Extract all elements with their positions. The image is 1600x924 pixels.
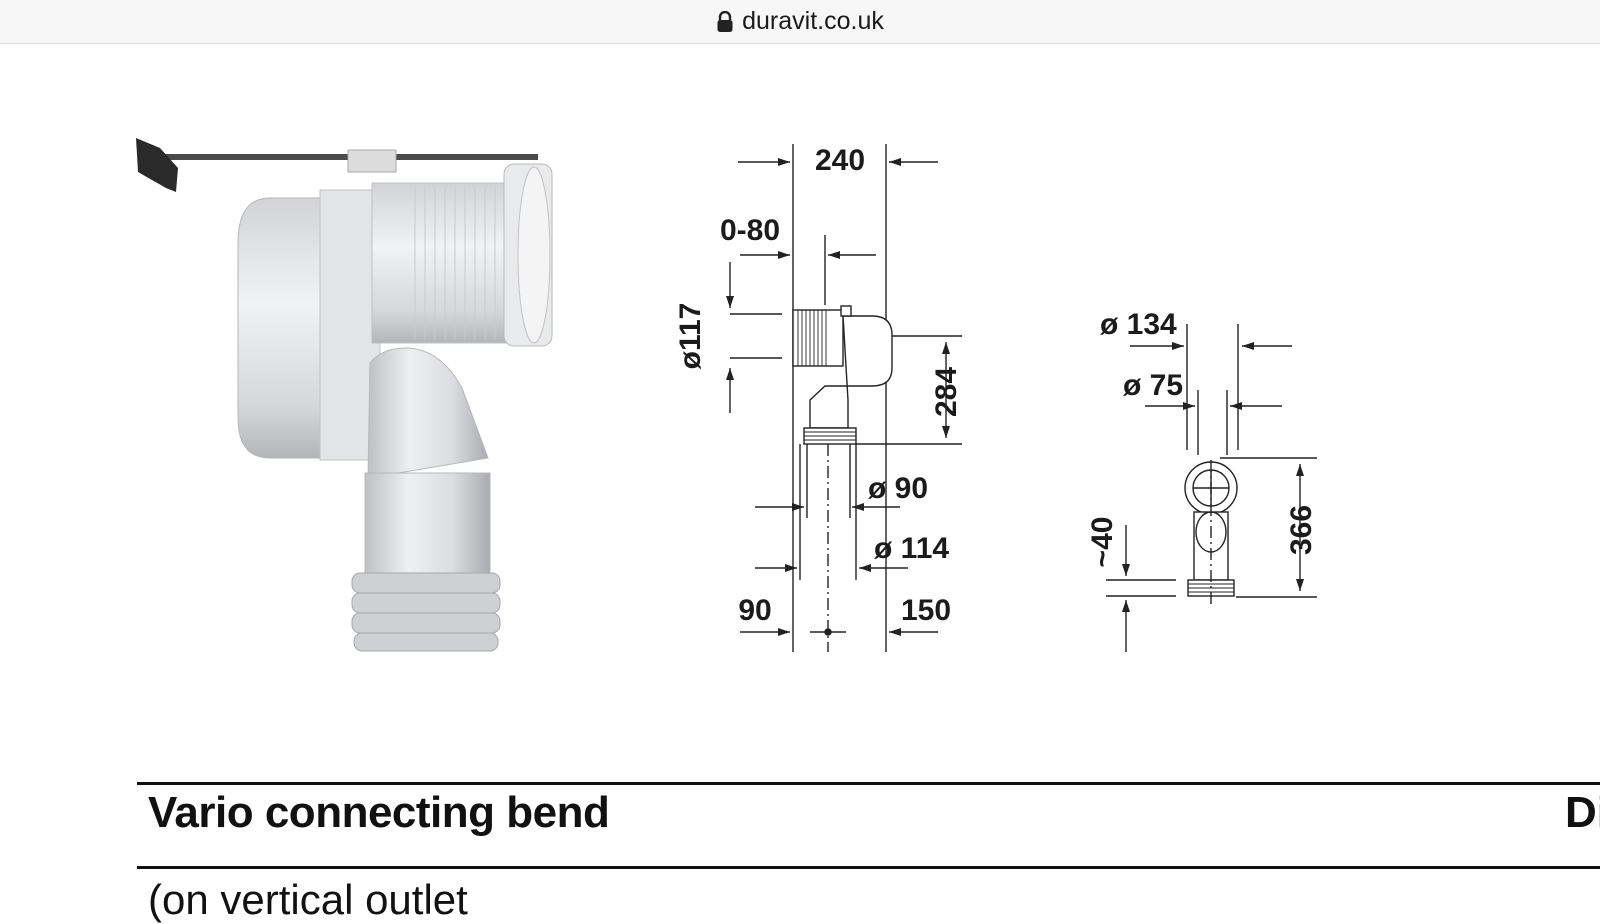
dim-dia-134: ø 134 <box>1100 308 1177 341</box>
dim-dia-117: ø117 <box>674 303 707 370</box>
url-text: duravit.co.uk <box>742 7 884 35</box>
product-photo <box>136 138 553 652</box>
dim-150: 150 <box>901 594 951 627</box>
table-column-header: Di <box>1565 788 1600 837</box>
table-row-rule <box>137 866 1600 869</box>
url-display[interactable]: duravit.co.uk <box>716 7 884 36</box>
product-title: Vario connecting bend <box>148 788 610 837</box>
product-subtitle: (on vertical outlet <box>148 876 468 923</box>
rod-wingnut <box>136 138 178 192</box>
dim-90: 90 <box>738 594 771 627</box>
dim-dia-90: ø 90 <box>868 472 928 505</box>
technical-drawing: 240 0-80 ø117 284 ø 90 ø 114 90 150 ø 13… <box>674 144 1318 652</box>
browser-url-bar[interactable]: duravit.co.uk <box>0 0 1600 44</box>
dim-dia-114: ø 114 <box>874 532 949 565</box>
dim-0-80: 0-80 <box>720 214 780 247</box>
dim-dia-75: ø 75 <box>1123 369 1183 402</box>
dim-366: 366 <box>1285 505 1318 555</box>
dim-approx-40: ~40 <box>1086 517 1119 568</box>
table-top-rule <box>137 782 1600 785</box>
dim-284: 284 <box>930 367 963 417</box>
dim-240: 240 <box>815 144 865 177</box>
lock-icon <box>717 10 733 32</box>
